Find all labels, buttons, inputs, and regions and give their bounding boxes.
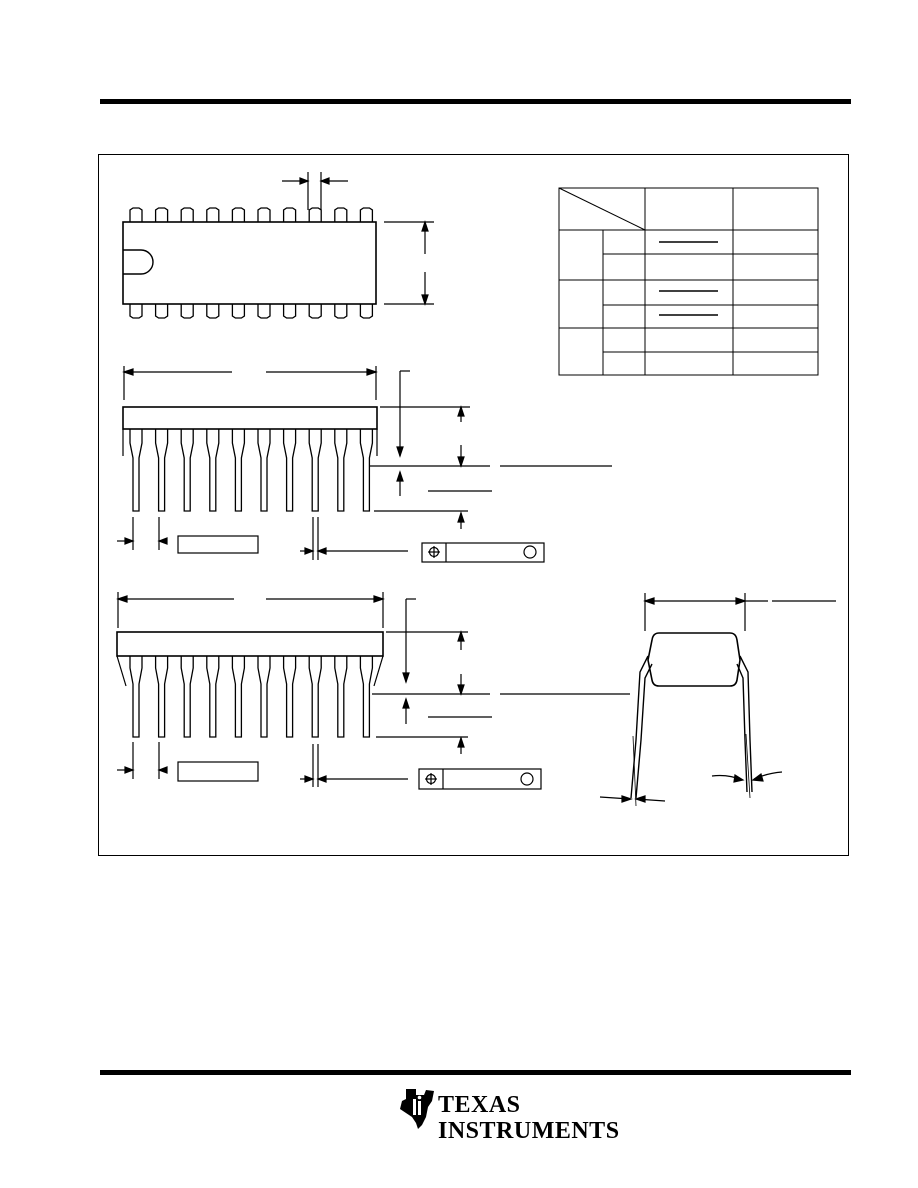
side-b-pin [282, 656, 297, 738]
side-a-pin [129, 429, 143, 512]
side-b-pin [154, 656, 169, 738]
side-view-a [117, 366, 612, 563]
logo-line-2: INSTRUMENTS [438, 1118, 620, 1144]
top-pin-upper [180, 207, 194, 222]
logo-line-1: TEXAS [438, 1092, 521, 1118]
top-pin-lower [129, 304, 143, 319]
top-pin-upper [257, 207, 271, 222]
top-pin-upper [334, 207, 348, 222]
side-b-pin [180, 656, 194, 738]
side-b-pin [308, 656, 322, 738]
top-pin-upper [359, 207, 374, 222]
top-pin-lower [334, 304, 348, 319]
side-a-pin [359, 429, 374, 512]
side-a-pin [282, 429, 297, 512]
top-pin-lower [282, 304, 297, 319]
top-pin-lower [180, 304, 194, 319]
side-b-pin [206, 656, 220, 738]
side-a-pin [257, 429, 271, 512]
package-drawing-frame [98, 154, 849, 856]
side-a-pin [154, 429, 169, 512]
side-view-b [116, 592, 630, 790]
header-rule [100, 99, 851, 104]
top-pin-upper [231, 207, 246, 222]
texas-instruments-logo: TEXAS INSTRUMENTS [398, 1085, 619, 1143]
ti-state-logo-icon [400, 1089, 434, 1129]
side-b-pin [334, 656, 348, 738]
top-pin-lower [206, 304, 220, 319]
top-pin-lower [257, 304, 271, 319]
top-pin-upper [308, 207, 322, 222]
top-pin-upper [154, 207, 169, 222]
top-pin-upper [129, 207, 143, 222]
side-a-pin [308, 429, 322, 512]
side-a-pin [231, 429, 246, 512]
footer-rule [100, 1070, 851, 1075]
side-b-pin [231, 656, 246, 738]
side-b-pin [359, 656, 374, 738]
side-b-pin [257, 656, 271, 738]
dimension-table [558, 187, 819, 376]
logo-wordmark: TEXAS INSTRUMENTS [438, 1085, 620, 1143]
side-a-pin [180, 429, 194, 512]
end-view [599, 593, 836, 807]
top-pin-upper [206, 207, 220, 222]
side-a-pin [334, 429, 348, 512]
top-pin-lower [231, 304, 246, 319]
top-pin-lower [359, 304, 374, 319]
side-a-pin [206, 429, 220, 512]
side-b-pin [129, 656, 143, 738]
top-pin-upper [282, 207, 297, 222]
top-view [122, 172, 434, 319]
top-pin-lower [154, 304, 169, 319]
top-pin-lower [308, 304, 322, 319]
